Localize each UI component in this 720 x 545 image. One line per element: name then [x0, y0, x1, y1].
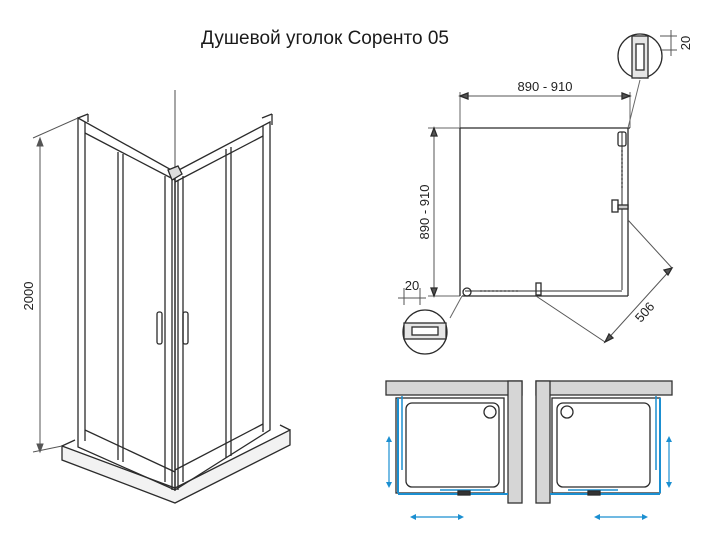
diagram-title: Душевой уголок Соренто 05 [201, 28, 449, 49]
perspective-view [61, 90, 291, 504]
profile-left-label: 20 [405, 278, 419, 293]
profile-top-label: 20 [678, 36, 693, 50]
profile-detail-top [617, 30, 677, 79]
diagonal-label: 506 [632, 299, 658, 325]
height-label: 2000 [21, 282, 36, 311]
scheme-right [535, 380, 673, 520]
width-label: 890 - 910 [518, 79, 573, 94]
left-door-handle [156, 311, 163, 345]
right-door-handle [182, 311, 189, 345]
depth-label: 890 - 910 [417, 185, 432, 240]
height-dimension [32, 117, 79, 454]
profile-detail-left [398, 288, 448, 355]
scheme-left [385, 380, 523, 520]
plan-view [428, 79, 674, 344]
